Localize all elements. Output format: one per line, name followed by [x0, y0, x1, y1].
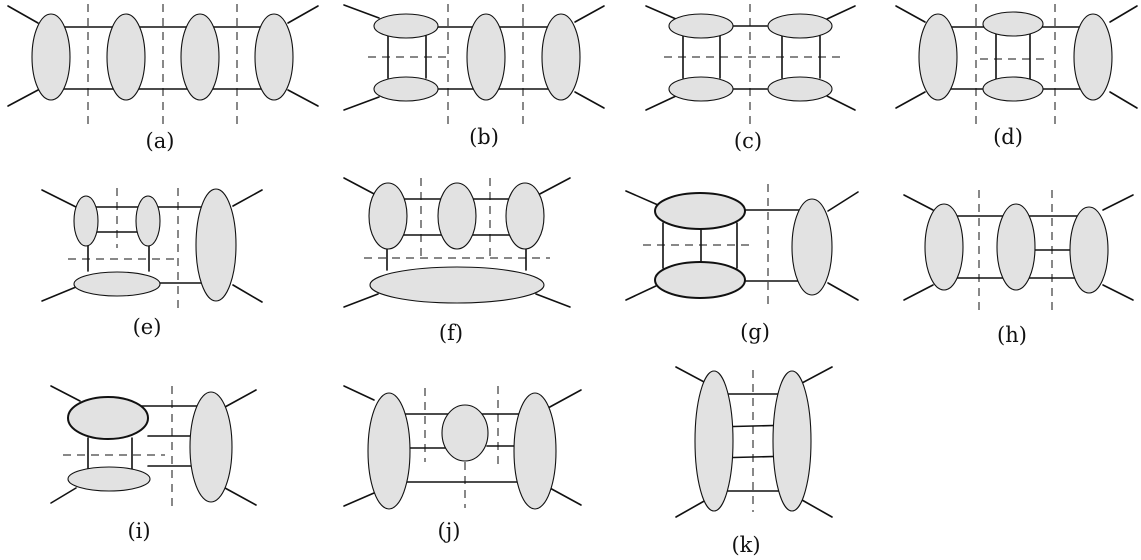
diagram-label: (e): [133, 315, 162, 339]
blob: [73, 271, 161, 297]
diagram-g: (g): [625, 184, 859, 344]
blob: [369, 266, 545, 304]
blob: [437, 182, 477, 250]
diagram-i: (i): [50, 385, 257, 543]
diagram-b: (b): [343, 4, 605, 149]
blob: [654, 261, 746, 299]
diagram-label: (d): [993, 125, 1023, 149]
diagram-h: (h): [903, 190, 1134, 347]
diagram-label: (j): [438, 519, 461, 543]
diagram-label: (k): [731, 533, 760, 557]
blob: [195, 188, 237, 302]
blob: [367, 392, 411, 510]
blob: [254, 13, 294, 101]
blob: [767, 13, 833, 39]
blob: [368, 182, 408, 250]
blob: [1073, 13, 1113, 101]
blob: [767, 76, 833, 102]
blob: [918, 13, 958, 101]
blob: [772, 370, 812, 512]
diagram-label: (a): [146, 129, 175, 153]
blob: [505, 182, 545, 250]
blob: [180, 13, 220, 101]
blob: [996, 203, 1036, 291]
diagram-e: (e): [41, 188, 263, 339]
diagram-f: (f): [343, 177, 571, 345]
diagram-c: (c): [645, 4, 856, 153]
blob: [466, 13, 506, 101]
blob: [106, 13, 146, 101]
blob: [67, 466, 151, 492]
blob: [982, 11, 1044, 37]
blob: [1069, 206, 1109, 294]
blob: [189, 391, 233, 503]
diagram-d: (d): [895, 4, 1138, 149]
blob: [791, 198, 833, 296]
blob: [513, 392, 557, 510]
diagram-a: (a): [7, 4, 319, 153]
blob: [668, 13, 734, 39]
blob: [924, 203, 964, 291]
blob: [654, 192, 746, 230]
diagram-label: (f): [439, 321, 463, 345]
blob: [135, 195, 161, 247]
blob: [67, 396, 149, 440]
blob: [668, 76, 734, 102]
diagram-j: (j): [343, 385, 582, 543]
blob: [31, 13, 71, 101]
diagram-label: (c): [734, 129, 762, 153]
blob: [441, 404, 489, 462]
blob: [73, 195, 99, 247]
blob: [982, 76, 1044, 102]
blob: [373, 13, 439, 39]
diagram-label: (h): [997, 323, 1027, 347]
blob: [541, 13, 581, 101]
diagram-k: (k): [675, 366, 833, 557]
diagram-label: (i): [127, 519, 150, 543]
blob: [694, 370, 734, 512]
diagram-label: (g): [740, 320, 770, 344]
diagram-label: (b): [469, 125, 499, 149]
blob: [373, 76, 439, 102]
